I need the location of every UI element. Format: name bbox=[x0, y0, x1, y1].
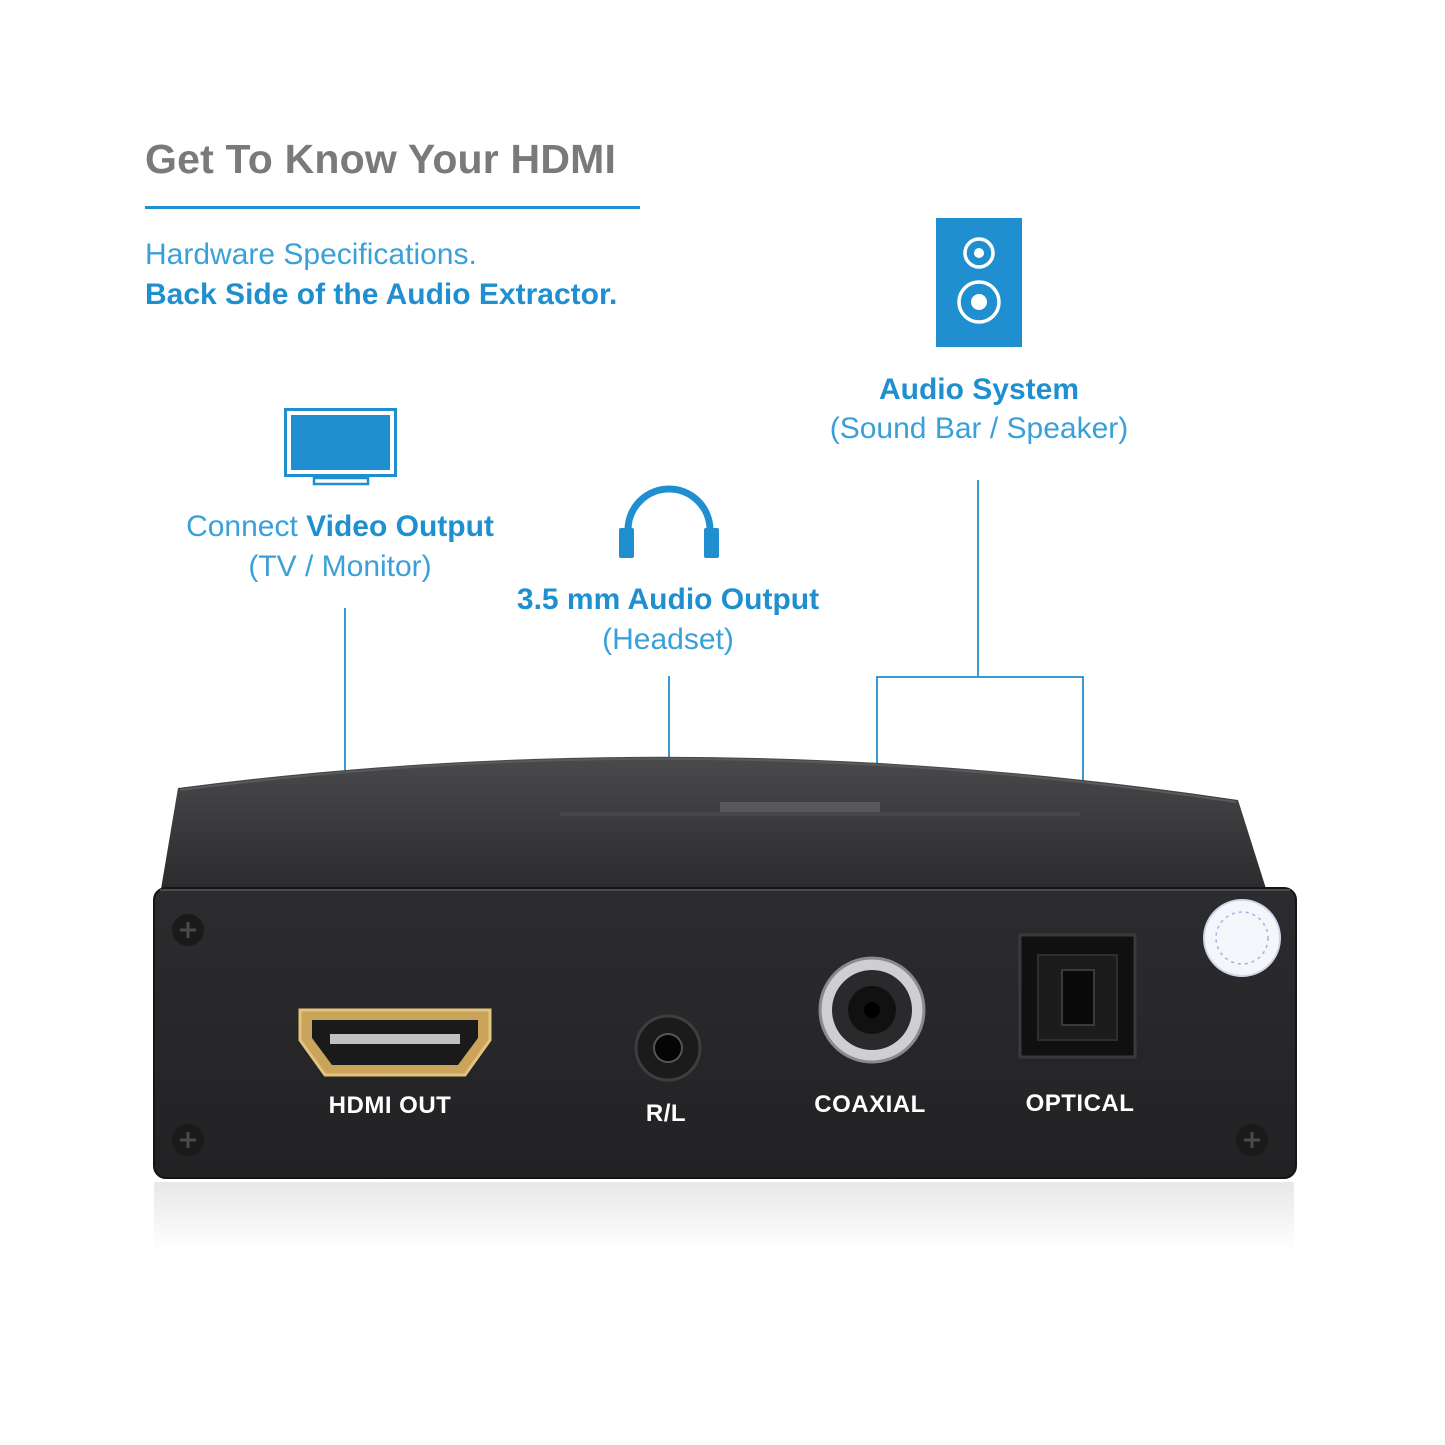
calibration-sticker bbox=[1203, 899, 1281, 977]
audio-35-detail: (Headset) bbox=[602, 623, 734, 656]
rl-label: R/L bbox=[645, 1100, 687, 1127]
coaxial-label: COAXIAL bbox=[814, 1091, 926, 1118]
video-output-label: Connect Video Output bbox=[186, 510, 494, 543]
video-output-detail: (TV / Monitor) bbox=[248, 550, 432, 583]
audio-system-label: Audio System bbox=[878, 373, 1080, 406]
audio-system-detail: (Sound Bar / Speaker) bbox=[829, 412, 1129, 445]
hdmi-out-label: HDMI OUT bbox=[328, 1092, 452, 1119]
audio-extractor-device bbox=[153, 756, 1297, 1252]
audio-35-label: 3.5 mm Audio Output bbox=[516, 583, 820, 616]
subtitle-hardware-specs: Hardware Specifications. bbox=[145, 238, 477, 271]
audio-system-connector-branch bbox=[876, 676, 1084, 678]
title-underline bbox=[145, 206, 640, 209]
audio-system-connector-trunk bbox=[977, 480, 979, 676]
page-title: Get To Know Your HDMI bbox=[145, 136, 617, 182]
coaxial-jack bbox=[818, 956, 926, 1064]
rl-jack bbox=[634, 1014, 702, 1082]
optical-port bbox=[1018, 933, 1137, 1059]
screw-top-left bbox=[172, 914, 204, 946]
optical-label: OPTICAL bbox=[1025, 1090, 1135, 1117]
top-embossed-print bbox=[560, 802, 1080, 816]
screw-bottom-right bbox=[1236, 1124, 1268, 1156]
hdmi-out-port bbox=[298, 1008, 492, 1077]
subtitle-back-side: Back Side of the Audio Extractor. bbox=[145, 278, 618, 311]
speaker-icon bbox=[936, 218, 1022, 347]
monitor-icon bbox=[284, 408, 397, 486]
headphones-icon bbox=[619, 485, 719, 558]
screw-bottom-left bbox=[172, 1124, 204, 1156]
